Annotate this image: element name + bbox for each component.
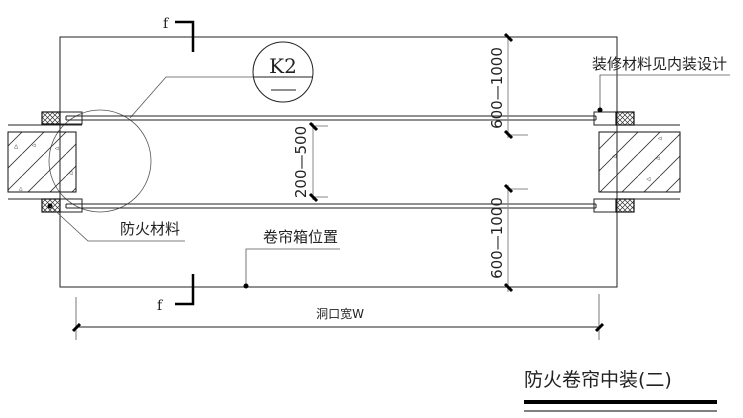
svg-text:◁: ◁ — [656, 155, 660, 162]
svg-text:◁: ◁ — [645, 175, 650, 183]
drawing-title: 防火卷帘中装(二) — [524, 369, 672, 391]
svg-text:◁: ◁ — [658, 135, 662, 142]
annotation-decoration-material: 装修材料见内装设计 — [592, 55, 730, 113]
shutter-rail-bottom — [65, 203, 597, 209]
svg-text:◁: ◁ — [55, 145, 59, 152]
annotation-fireproof-material: 防火材料 — [49, 205, 185, 242]
dimension-gap: 200—500 — [292, 121, 328, 203]
dimension-opening-width: 洞口宽W — [71, 294, 605, 340]
dimension-top-clearance: 600—1000 — [488, 32, 528, 140]
svg-text:△: △ — [14, 142, 19, 150]
dimension-gap-text: 200—500 — [292, 126, 310, 198]
annotation-roller-box-position-text: 卷帘箱位置 — [263, 228, 338, 246]
annotation-decoration-material-text: 装修材料见内装设计 — [592, 55, 727, 73]
dimension-top-clearance-text: 600—1000 — [488, 47, 506, 129]
section-marker-bottom: f — [157, 274, 195, 314]
left-wall: △ ◁ ◁ ◁ △ — [7, 111, 83, 213]
fireproof-material-block — [615, 198, 635, 213]
dimension-bottom-clearance: 600—1000 — [488, 183, 528, 293]
svg-text:◁: ◁ — [32, 142, 36, 149]
fireproof-material-block — [41, 111, 61, 125]
section-marker-top-label: f — [163, 16, 170, 32]
right-wall: ◁ ◁ ◁ ◁ — [593, 111, 681, 213]
dimension-bottom-clearance-text: 600—1000 — [488, 197, 506, 279]
detail-callout-label: K2 — [269, 54, 297, 78]
section-marker-top: f — [163, 16, 195, 52]
svg-text:◁: ◁ — [67, 169, 72, 177]
svg-text:△: △ — [19, 185, 23, 192]
shutter-rail-top — [65, 115, 597, 121]
annotation-roller-box-position: 卷帘箱位置 — [243, 228, 340, 289]
shutter-zone-outline — [59, 36, 618, 288]
annotation-fireproof-material-text: 防火材料 — [120, 220, 180, 238]
svg-text:◁: ◁ — [611, 152, 616, 160]
section-marker-bottom-label: f — [157, 298, 164, 314]
dimension-opening-width-text: 洞口宽W — [316, 306, 364, 321]
fireproof-material-block — [615, 111, 635, 126]
drawing-title-block: 防火卷帘中装(二) — [524, 369, 717, 412]
detail-callout-k2: K2 — [129, 41, 314, 119]
